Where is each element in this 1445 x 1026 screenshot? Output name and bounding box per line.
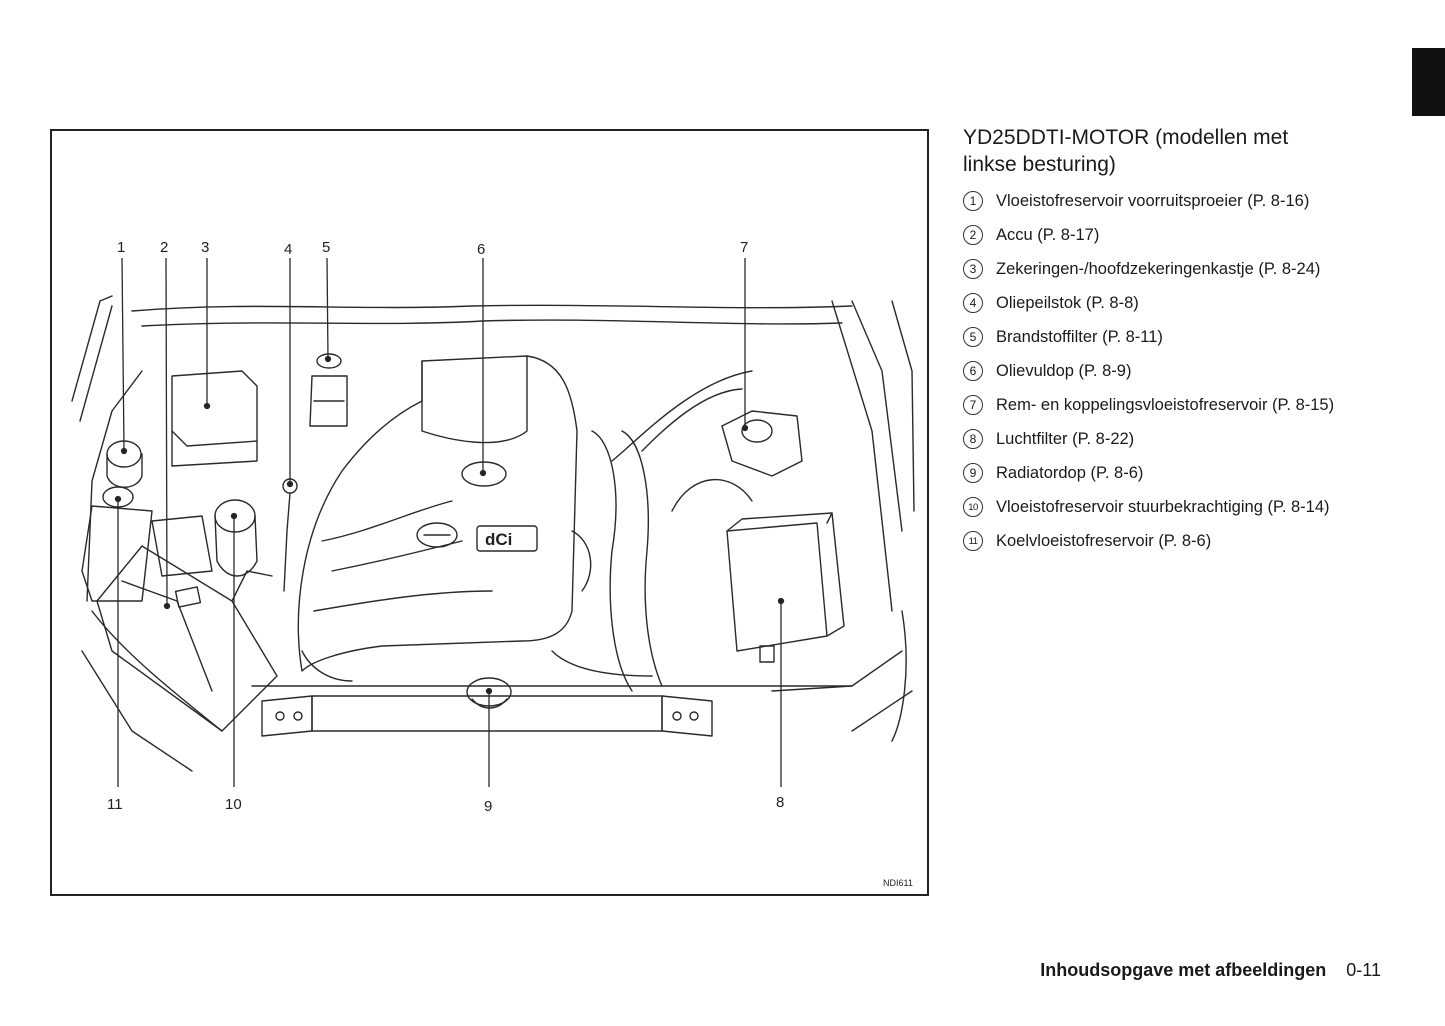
legend-label-4: Oliepeilstok (P. 8-8) [996, 293, 1139, 312]
legend-label-6: Olievuldop (P. 8-9) [996, 361, 1132, 380]
legend-title-line-2: linkse besturing) [963, 153, 1116, 176]
page-number: 0-11 [1346, 960, 1381, 980]
legend-number-1: 1 [963, 191, 983, 211]
legend-number-2: 2 [963, 225, 983, 245]
legend-number-4: 4 [963, 293, 983, 313]
legend-label-5: Brandstoffilter (P. 8-11) [996, 327, 1163, 346]
callout-6: 6 [477, 241, 485, 258]
page-footer: Inhoudsopgave met afbeeldingen 0-11 [1040, 960, 1381, 981]
legend-number-8: 8 [963, 429, 983, 449]
legend-title: YD25DDTI-MOTOR (modellen met linkse best… [963, 124, 1403, 178]
legend-label-1: Vloeistofreservoir voorruitsproeier (P. … [996, 191, 1310, 210]
engine-figure: 1 2 3 4 5 6 7 11 10 9 8 dCi NDI611 [50, 129, 929, 896]
legend: YD25DDTI-MOTOR (modellen met linkse best… [963, 124, 1403, 558]
legend-item: 4 Oliepeilstok (P. 8-8) [963, 286, 1403, 320]
legend-item: 6 Olievuldop (P. 8-9) [963, 354, 1403, 388]
legend-item: 1 Vloeistofreservoir voorruitsproeier (P… [963, 184, 1403, 218]
callout-2: 2 [160, 239, 168, 256]
legend-number-10: 10 [963, 497, 983, 517]
callout-3: 3 [201, 239, 209, 256]
legend-number-7: 7 [963, 395, 983, 415]
callout-11: 11 [107, 796, 123, 813]
callout-8: 8 [776, 794, 784, 811]
legend-item: 3 Zekeringen-/hoofdzekeringenkastje (P. … [963, 252, 1403, 286]
legend-label-10: Vloeistofreservoir stuurbekrachtiging (P… [996, 497, 1330, 516]
legend-label-11: Koelvloeistofreservoir (P. 8-6) [996, 531, 1212, 550]
legend-item: 7 Rem- en koppelingsvloeistofreservoir (… [963, 388, 1403, 422]
legend-label-7: Rem- en koppelingsvloeistofreservoir (P.… [996, 395, 1335, 414]
legend-number-6: 6 [963, 361, 983, 381]
engine-cover-badge: dCi [485, 530, 512, 549]
legend-item: 2 Accu (P. 8-17) [963, 218, 1403, 252]
legend-label-9: Radiatordop (P. 8-6) [996, 463, 1144, 482]
legend-item: 5 Brandstoffilter (P. 8-11) [963, 320, 1403, 354]
chapter-thumb-tab [1412, 48, 1445, 116]
legend-label-8: Luchtfilter (P. 8-22) [996, 429, 1135, 448]
callout-4: 4 [284, 241, 292, 258]
legend-item: 9 Radiatordop (P. 8-6) [963, 456, 1403, 490]
legend-item: 10 Vloeistofreservoir stuurbekrachtiging… [963, 490, 1403, 524]
legend-list: 1 Vloeistofreservoir voorruitsproeier (P… [963, 184, 1403, 558]
footer-section-title: Inhoudsopgave met afbeeldingen [1040, 960, 1327, 980]
engine-compartment-drawing: 1 2 3 4 5 6 7 11 10 9 8 dCi NDI611 [71, 239, 915, 888]
legend-title-line-1: YD25DDTI-MOTOR (modellen met [963, 126, 1289, 149]
figure-code: NDI611 [883, 878, 913, 888]
legend-number-9: 9 [963, 463, 983, 483]
legend-number-3: 3 [963, 259, 983, 279]
legend-label-3: Zekeringen-/hoofdzekeringenkastje (P. 8-… [996, 259, 1321, 278]
callout-7: 7 [740, 239, 748, 256]
callout-9: 9 [484, 798, 492, 815]
legend-number-11: 11 [963, 531, 983, 551]
legend-label-2: Accu (P. 8-17) [996, 225, 1100, 244]
legend-item: 11 Koelvloeistofreservoir (P. 8-6) [963, 524, 1403, 558]
callout-5: 5 [322, 239, 330, 256]
callout-10: 10 [225, 796, 242, 813]
legend-number-5: 5 [963, 327, 983, 347]
legend-item: 8 Luchtfilter (P. 8-22) [963, 422, 1403, 456]
callout-1: 1 [117, 239, 125, 256]
